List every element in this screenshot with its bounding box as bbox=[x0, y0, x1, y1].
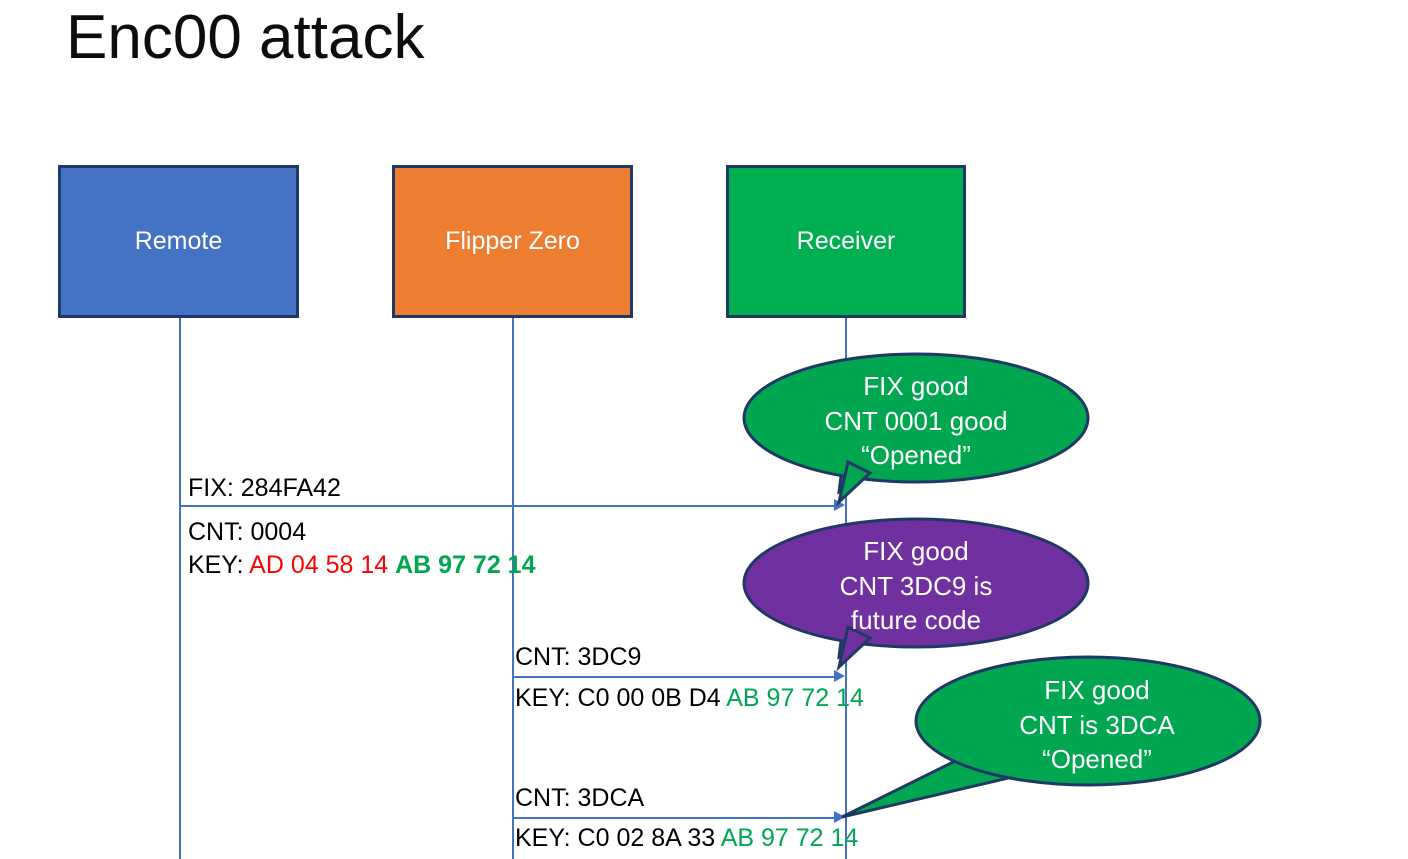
lifeline-flipper bbox=[512, 318, 514, 859]
actor-box-remote[interactable]: Remote bbox=[58, 165, 299, 318]
actor-box-flipper[interactable]: Flipper Zero bbox=[392, 165, 633, 318]
message-label-3-cnt: CNT: 3DCA bbox=[515, 784, 645, 812]
message-arrow-1 bbox=[180, 505, 835, 507]
message-label-2-key: KEY: C0 00 0B D4 AB 97 72 14 bbox=[515, 684, 864, 714]
message-arrowhead-1 bbox=[834, 499, 845, 511]
message-arrow-2 bbox=[513, 676, 835, 678]
key-green-2: AB 97 72 14 bbox=[726, 684, 864, 712]
page-title: Enc00 attack bbox=[66, 3, 425, 72]
actor-label-receiver: Receiver bbox=[796, 227, 896, 255]
key-prefix-1: KEY: bbox=[188, 551, 250, 579]
lifeline-remote bbox=[179, 318, 181, 859]
callout-shape-1 bbox=[742, 352, 1090, 507]
actor-label-flipper: Flipper Zero bbox=[445, 227, 580, 255]
message-arrowhead-2 bbox=[834, 670, 845, 682]
message-label-1-fix: FIX: 284FA42 bbox=[188, 474, 341, 502]
message-label-3-key: KEY: C0 02 8A 33 AB 97 72 14 bbox=[515, 824, 858, 854]
callout-bubble-3[interactable]: FIX good CNT is 3DCA “Opened” bbox=[841, 655, 1262, 819]
callout-shape-2 bbox=[742, 517, 1090, 672]
key-green-1: AB 97 72 14 bbox=[395, 551, 536, 579]
message-arrow-3 bbox=[513, 817, 835, 819]
key-green-3: AB 97 72 14 bbox=[720, 824, 859, 852]
key-prefix-3: KEY: C0 02 8A 33 bbox=[515, 824, 721, 852]
callout-bubble-1[interactable]: FIX good CNT 0001 good “Opened” bbox=[742, 352, 1090, 507]
message-label-1-key: KEY: AD 04 58 14 AB 97 72 14 bbox=[188, 551, 535, 581]
message-label-2-cnt: CNT: 3DC9 bbox=[515, 643, 642, 671]
key-prefix-2: KEY: C0 00 0B D4 bbox=[515, 684, 727, 712]
actor-box-receiver[interactable]: Receiver bbox=[726, 165, 966, 318]
callout-bubble-2[interactable]: FIX good CNT 3DC9 is future code bbox=[742, 517, 1090, 672]
actor-label-remote: Remote bbox=[134, 227, 223, 255]
callout-shape-3 bbox=[841, 655, 1262, 819]
message-arrowhead-3 bbox=[834, 811, 845, 823]
message-label-1-cnt: CNT: 0004 bbox=[188, 518, 307, 546]
key-red-1: AD 04 58 14 bbox=[249, 551, 396, 579]
